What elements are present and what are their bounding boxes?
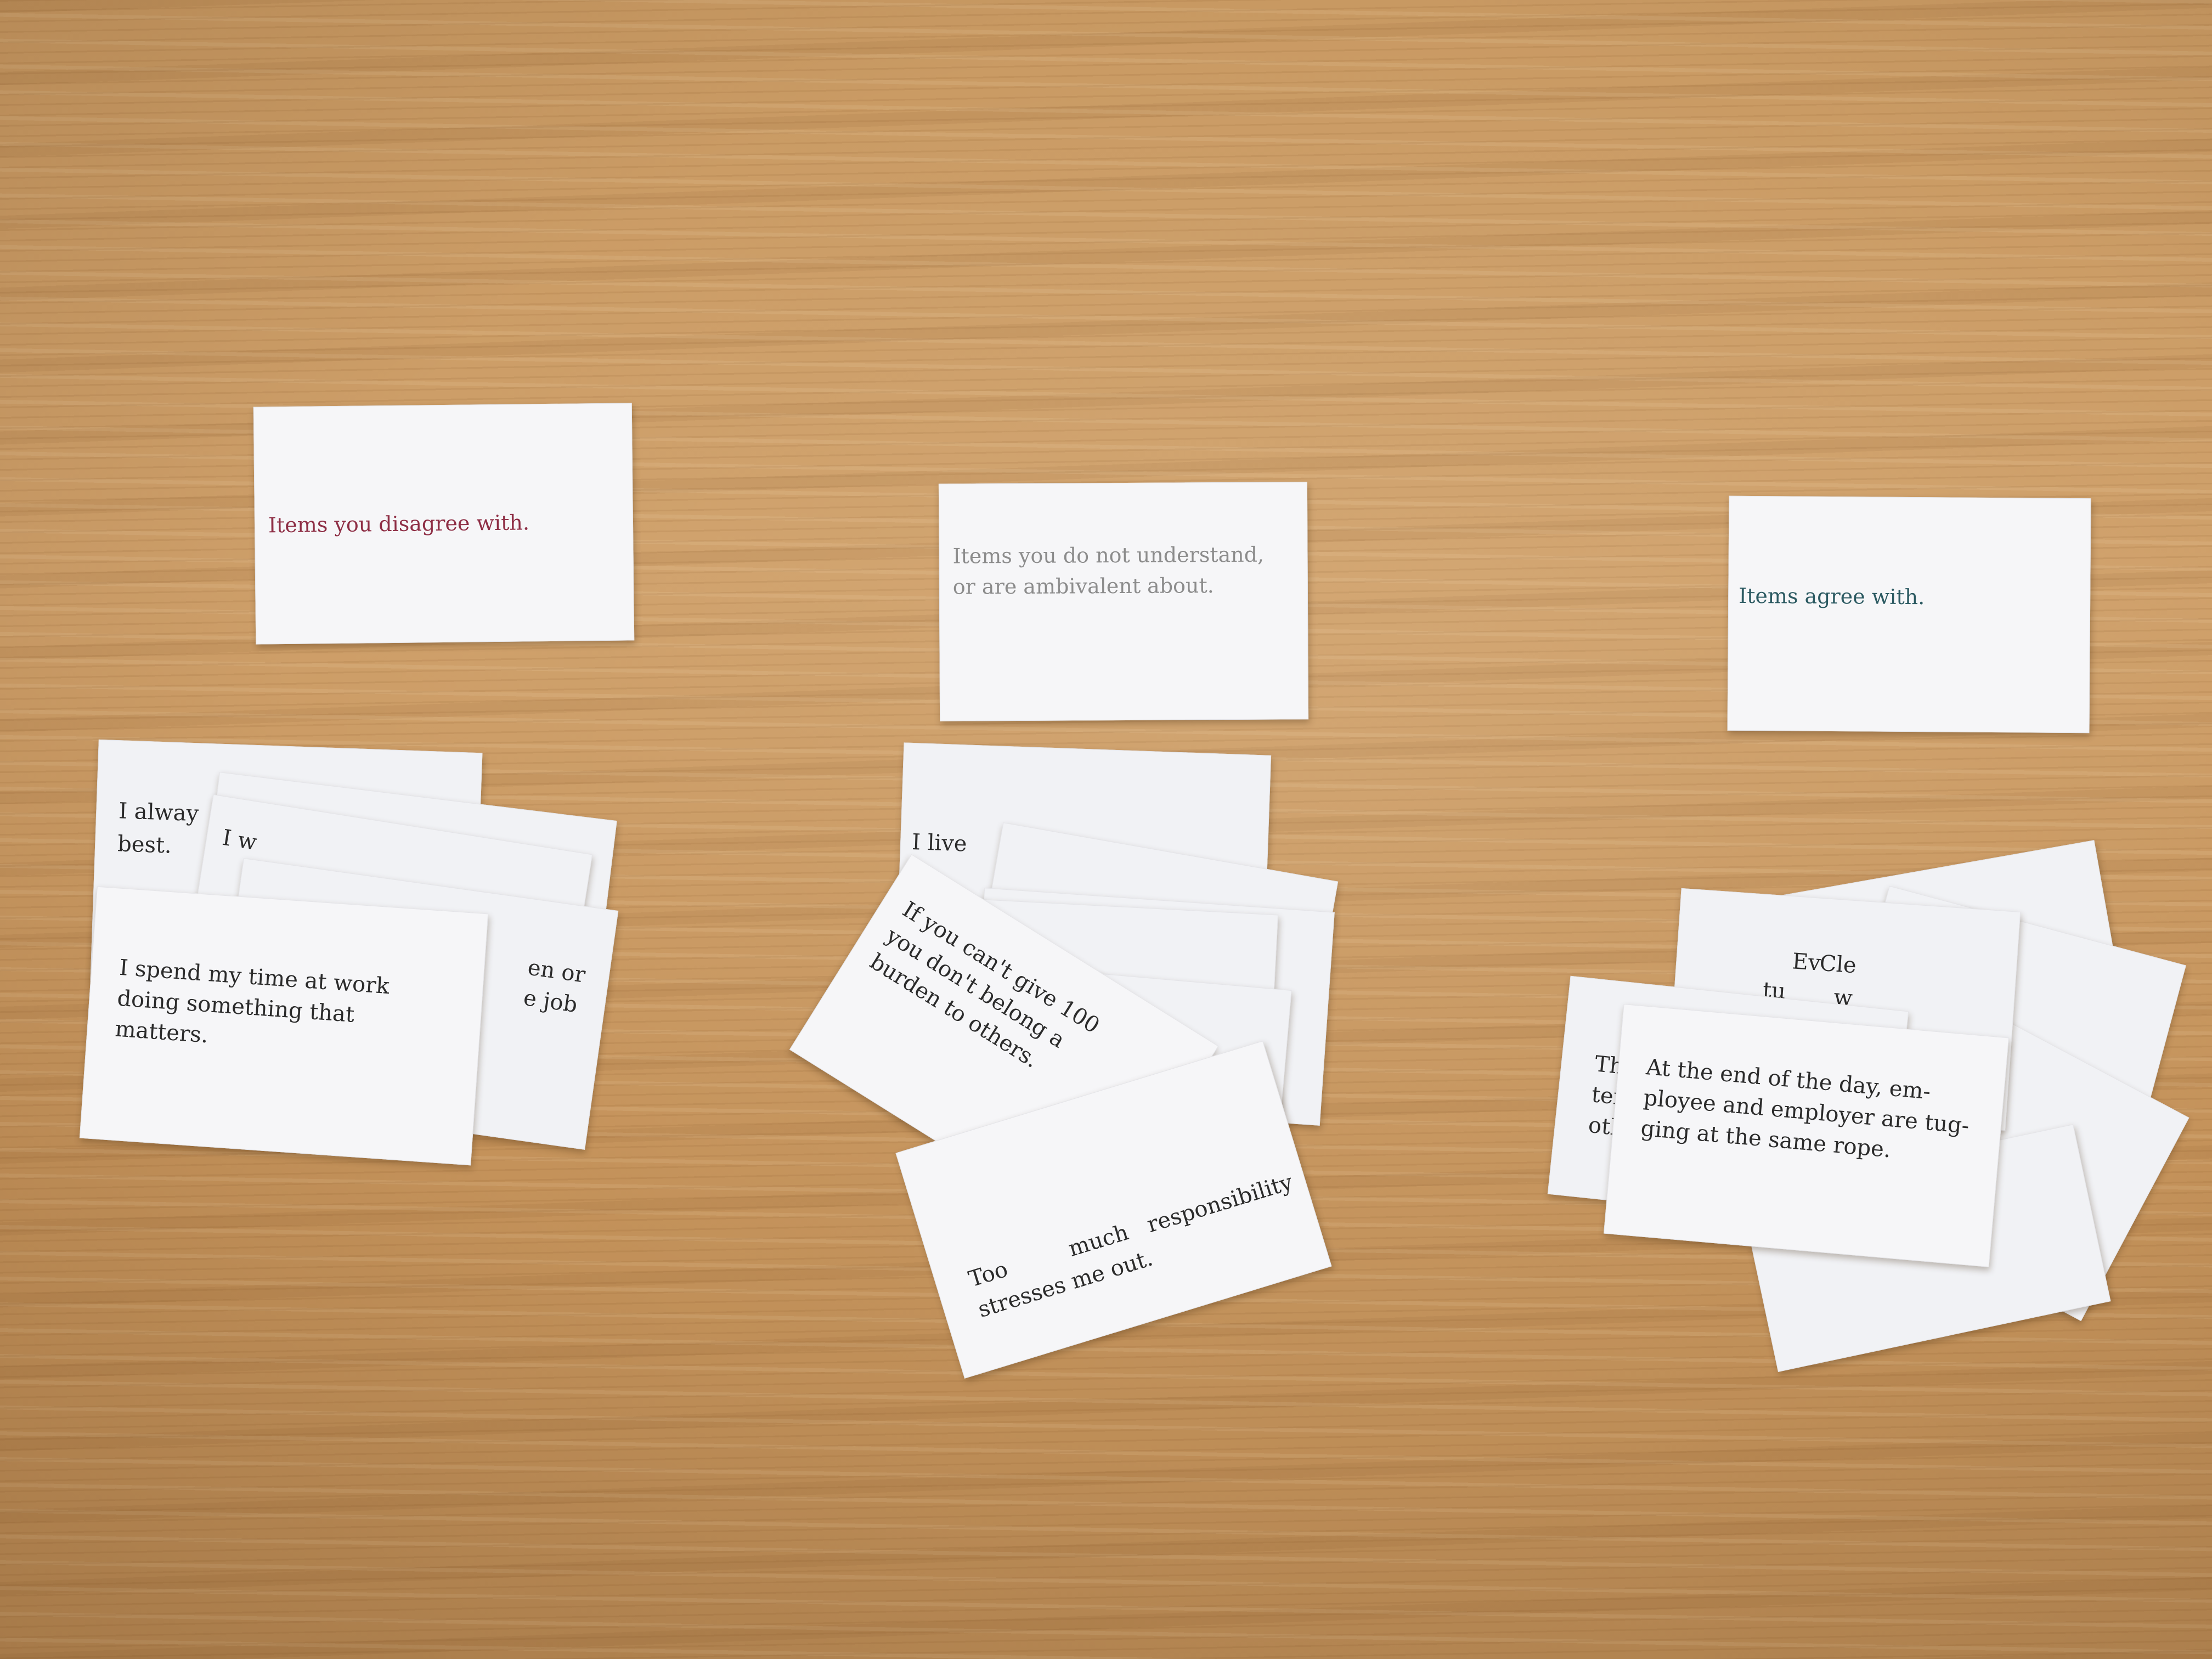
right-peek-b: Cle bbox=[1819, 950, 1858, 979]
left-pile-top-card[interactable]: I spend my time at work doing something … bbox=[79, 886, 489, 1166]
header-disagree-text: Items you disagree with. bbox=[268, 510, 530, 538]
header-card-disagree: Items you disagree with. bbox=[253, 403, 635, 645]
header-agree-text: Items agree with. bbox=[1739, 583, 1925, 610]
header-ambivalent-line1: Items you do not understand, bbox=[952, 542, 1265, 568]
right-pile-top-card[interactable]: At the end of the day, em- ployee and em… bbox=[1604, 1004, 2009, 1267]
header-card-agree: Items agree with. bbox=[1727, 495, 2091, 733]
left-top-card-text: I spend my time at work doing something … bbox=[114, 955, 391, 1048]
header-ambivalent-line2: or are ambivalent about. bbox=[952, 573, 1214, 599]
header-card-ambivalent: Items you do not understand, or are ambi… bbox=[938, 482, 1309, 721]
